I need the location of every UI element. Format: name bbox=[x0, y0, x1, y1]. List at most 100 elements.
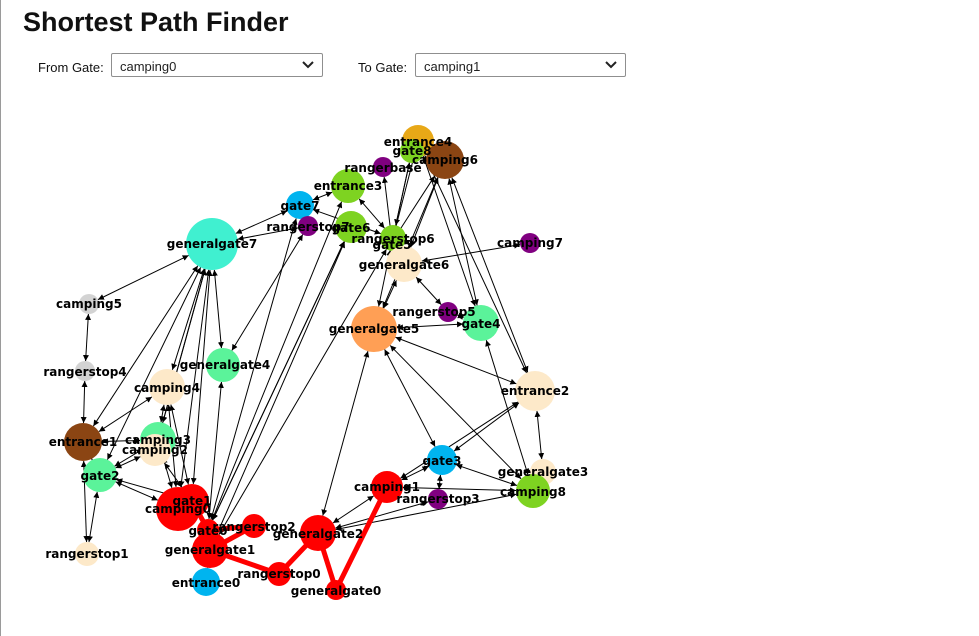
node-gate2[interactable] bbox=[83, 458, 117, 492]
edge-generalgate5-gate3 bbox=[384, 349, 436, 447]
edges-layer bbox=[80, 155, 545, 575]
node-label-entrance3: entrance3 bbox=[314, 179, 383, 193]
node-rangerstop4[interactable] bbox=[75, 361, 95, 381]
node-generalgate2[interactable] bbox=[300, 515, 336, 551]
node-generalgate6[interactable] bbox=[386, 246, 422, 282]
edge-gate0-gate6 bbox=[212, 241, 345, 521]
node-gate5[interactable] bbox=[384, 234, 400, 250]
edge-generalgate7-generalgate4 bbox=[211, 269, 224, 349]
edge-rangerstop5-gate4 bbox=[457, 312, 465, 320]
node-gate4[interactable] bbox=[463, 305, 499, 341]
node-camping7[interactable] bbox=[520, 233, 540, 253]
node-label-rangerstop6: rangerstop6 bbox=[351, 232, 434, 246]
node-entrance2[interactable] bbox=[515, 371, 555, 411]
node-label-generalgate3: generalgate3 bbox=[498, 465, 588, 479]
from-gate-value: camping0 bbox=[120, 59, 177, 74]
node-label-gate8: gate8 bbox=[393, 144, 432, 158]
node-rangerstop3[interactable] bbox=[428, 489, 448, 509]
to-gate-select[interactable]: camping1 bbox=[415, 53, 626, 77]
node-label-rangerstop2: rangerstop2 bbox=[212, 520, 295, 534]
from-gate-label: From Gate: bbox=[38, 60, 104, 75]
node-entrance1[interactable] bbox=[64, 423, 102, 461]
node-gate8[interactable] bbox=[400, 139, 424, 163]
edge-camping4-camping3 bbox=[159, 404, 166, 423]
edge-camping5-rangerstop4 bbox=[82, 313, 92, 362]
edge-generalgate6-camping7 bbox=[421, 242, 521, 264]
node-generalgate4[interactable] bbox=[206, 348, 240, 382]
edge-entrance3-rangerstop6 bbox=[358, 198, 385, 229]
node-rangerstop1[interactable] bbox=[75, 542, 99, 566]
node-camping1[interactable] bbox=[371, 471, 403, 503]
node-label-gate2: gate2 bbox=[81, 469, 120, 483]
node-rangerbase[interactable] bbox=[373, 157, 393, 177]
node-label-camping4: camping4 bbox=[134, 381, 200, 395]
node-camping0[interactable] bbox=[156, 487, 200, 531]
node-label-rangerbase: rangerbase bbox=[344, 161, 421, 175]
edge-gate2-camping3 bbox=[114, 448, 143, 467]
edge-gate7-entrance3 bbox=[312, 191, 333, 201]
node-entrance3[interactable] bbox=[331, 169, 365, 203]
node-label-rangerstop3: rangerstop3 bbox=[396, 492, 479, 506]
edge-gate3-rangerstop3 bbox=[436, 474, 443, 490]
edge-rangerstop4-entrance1 bbox=[80, 380, 88, 424]
edge-generalgate6-rangerstop5 bbox=[415, 276, 442, 305]
node-rangerstop7[interactable] bbox=[298, 216, 318, 236]
chevron-down-icon bbox=[605, 61, 617, 69]
edge-generalgate2-camping8 bbox=[335, 492, 517, 532]
node-camping8[interactable] bbox=[516, 474, 550, 508]
node-label-rangerstop4: rangerstop4 bbox=[43, 365, 126, 379]
node-camping5[interactable] bbox=[79, 294, 99, 314]
edge-camping2-gate1 bbox=[163, 462, 183, 488]
node-generalgate1[interactable] bbox=[192, 532, 228, 568]
from-gate-select[interactable]: camping0 bbox=[111, 53, 323, 77]
edge-generalgate5-gate4 bbox=[396, 321, 464, 331]
edge-gate2-camping0 bbox=[115, 481, 159, 501]
edge-gate3-camping8 bbox=[456, 463, 518, 487]
node-gate6[interactable] bbox=[335, 211, 367, 243]
edge-gate6-generalgate1 bbox=[216, 241, 346, 534]
node-camping4[interactable] bbox=[149, 369, 185, 405]
node-label-gate0: gate0 bbox=[189, 524, 228, 538]
node-label-camping5: camping5 bbox=[56, 297, 122, 311]
node-label-entrance0: entrance0 bbox=[172, 576, 241, 590]
node-rangerstop5[interactable] bbox=[438, 302, 458, 322]
edge-gate3-camping1 bbox=[401, 466, 429, 481]
node-label-generalgate6: generalgate6 bbox=[359, 258, 449, 272]
node-camping6[interactable] bbox=[426, 141, 464, 179]
node-camping2[interactable] bbox=[139, 434, 171, 466]
edge-generalgate4-rangerstop7 bbox=[231, 234, 304, 351]
edge-gate4-camping8 bbox=[485, 340, 530, 475]
node-label-entrance2: entrance2 bbox=[501, 384, 570, 398]
edge-entrance2-camping1 bbox=[400, 401, 519, 479]
node-label-entrance4: entrance4 bbox=[384, 135, 453, 149]
node-label-gate3: gate3 bbox=[423, 454, 462, 468]
node-gate7[interactable] bbox=[286, 191, 314, 219]
node-entrance0[interactable] bbox=[192, 568, 220, 596]
edge-entrance1-camping4 bbox=[98, 396, 153, 433]
edge-generalgate6-generalgate5 bbox=[383, 280, 397, 309]
path-segment-generalgate0-camping1 bbox=[333, 484, 390, 593]
node-label-generalgate5: generalgate5 bbox=[329, 322, 419, 336]
node-label-gate1: gate1 bbox=[173, 494, 212, 508]
node-rangerstop2[interactable] bbox=[242, 514, 266, 538]
node-label-rangerstop1: rangerstop1 bbox=[45, 547, 128, 561]
node-generalgate5[interactable] bbox=[351, 306, 397, 352]
node-label-generalgate2: generalgate2 bbox=[273, 527, 363, 541]
node-label-camping0: camping0 bbox=[145, 502, 211, 516]
node-label-entrance1: entrance1 bbox=[49, 435, 118, 449]
node-label-rangerstop5: rangerstop5 bbox=[392, 305, 475, 319]
node-generalgate7[interactable] bbox=[186, 218, 238, 270]
node-rangerstop0[interactable] bbox=[267, 562, 291, 586]
node-gate3[interactable] bbox=[427, 445, 457, 475]
node-label-gate6: gate6 bbox=[332, 221, 371, 235]
node-generalgate0[interactable] bbox=[326, 580, 346, 600]
edge-entrance1-gate2 bbox=[86, 453, 98, 466]
node-label-camping2: camping2 bbox=[122, 443, 188, 457]
node-label-rangerstop7: rangerstop7 bbox=[266, 220, 349, 234]
edge-generalgate5-entrance2 bbox=[395, 336, 517, 385]
edge-gate5-camping6 bbox=[395, 175, 436, 236]
window-left-border bbox=[0, 0, 1, 636]
node-label-generalgate0: generalgate0 bbox=[291, 584, 381, 598]
node-label-gate7: gate7 bbox=[281, 199, 320, 213]
